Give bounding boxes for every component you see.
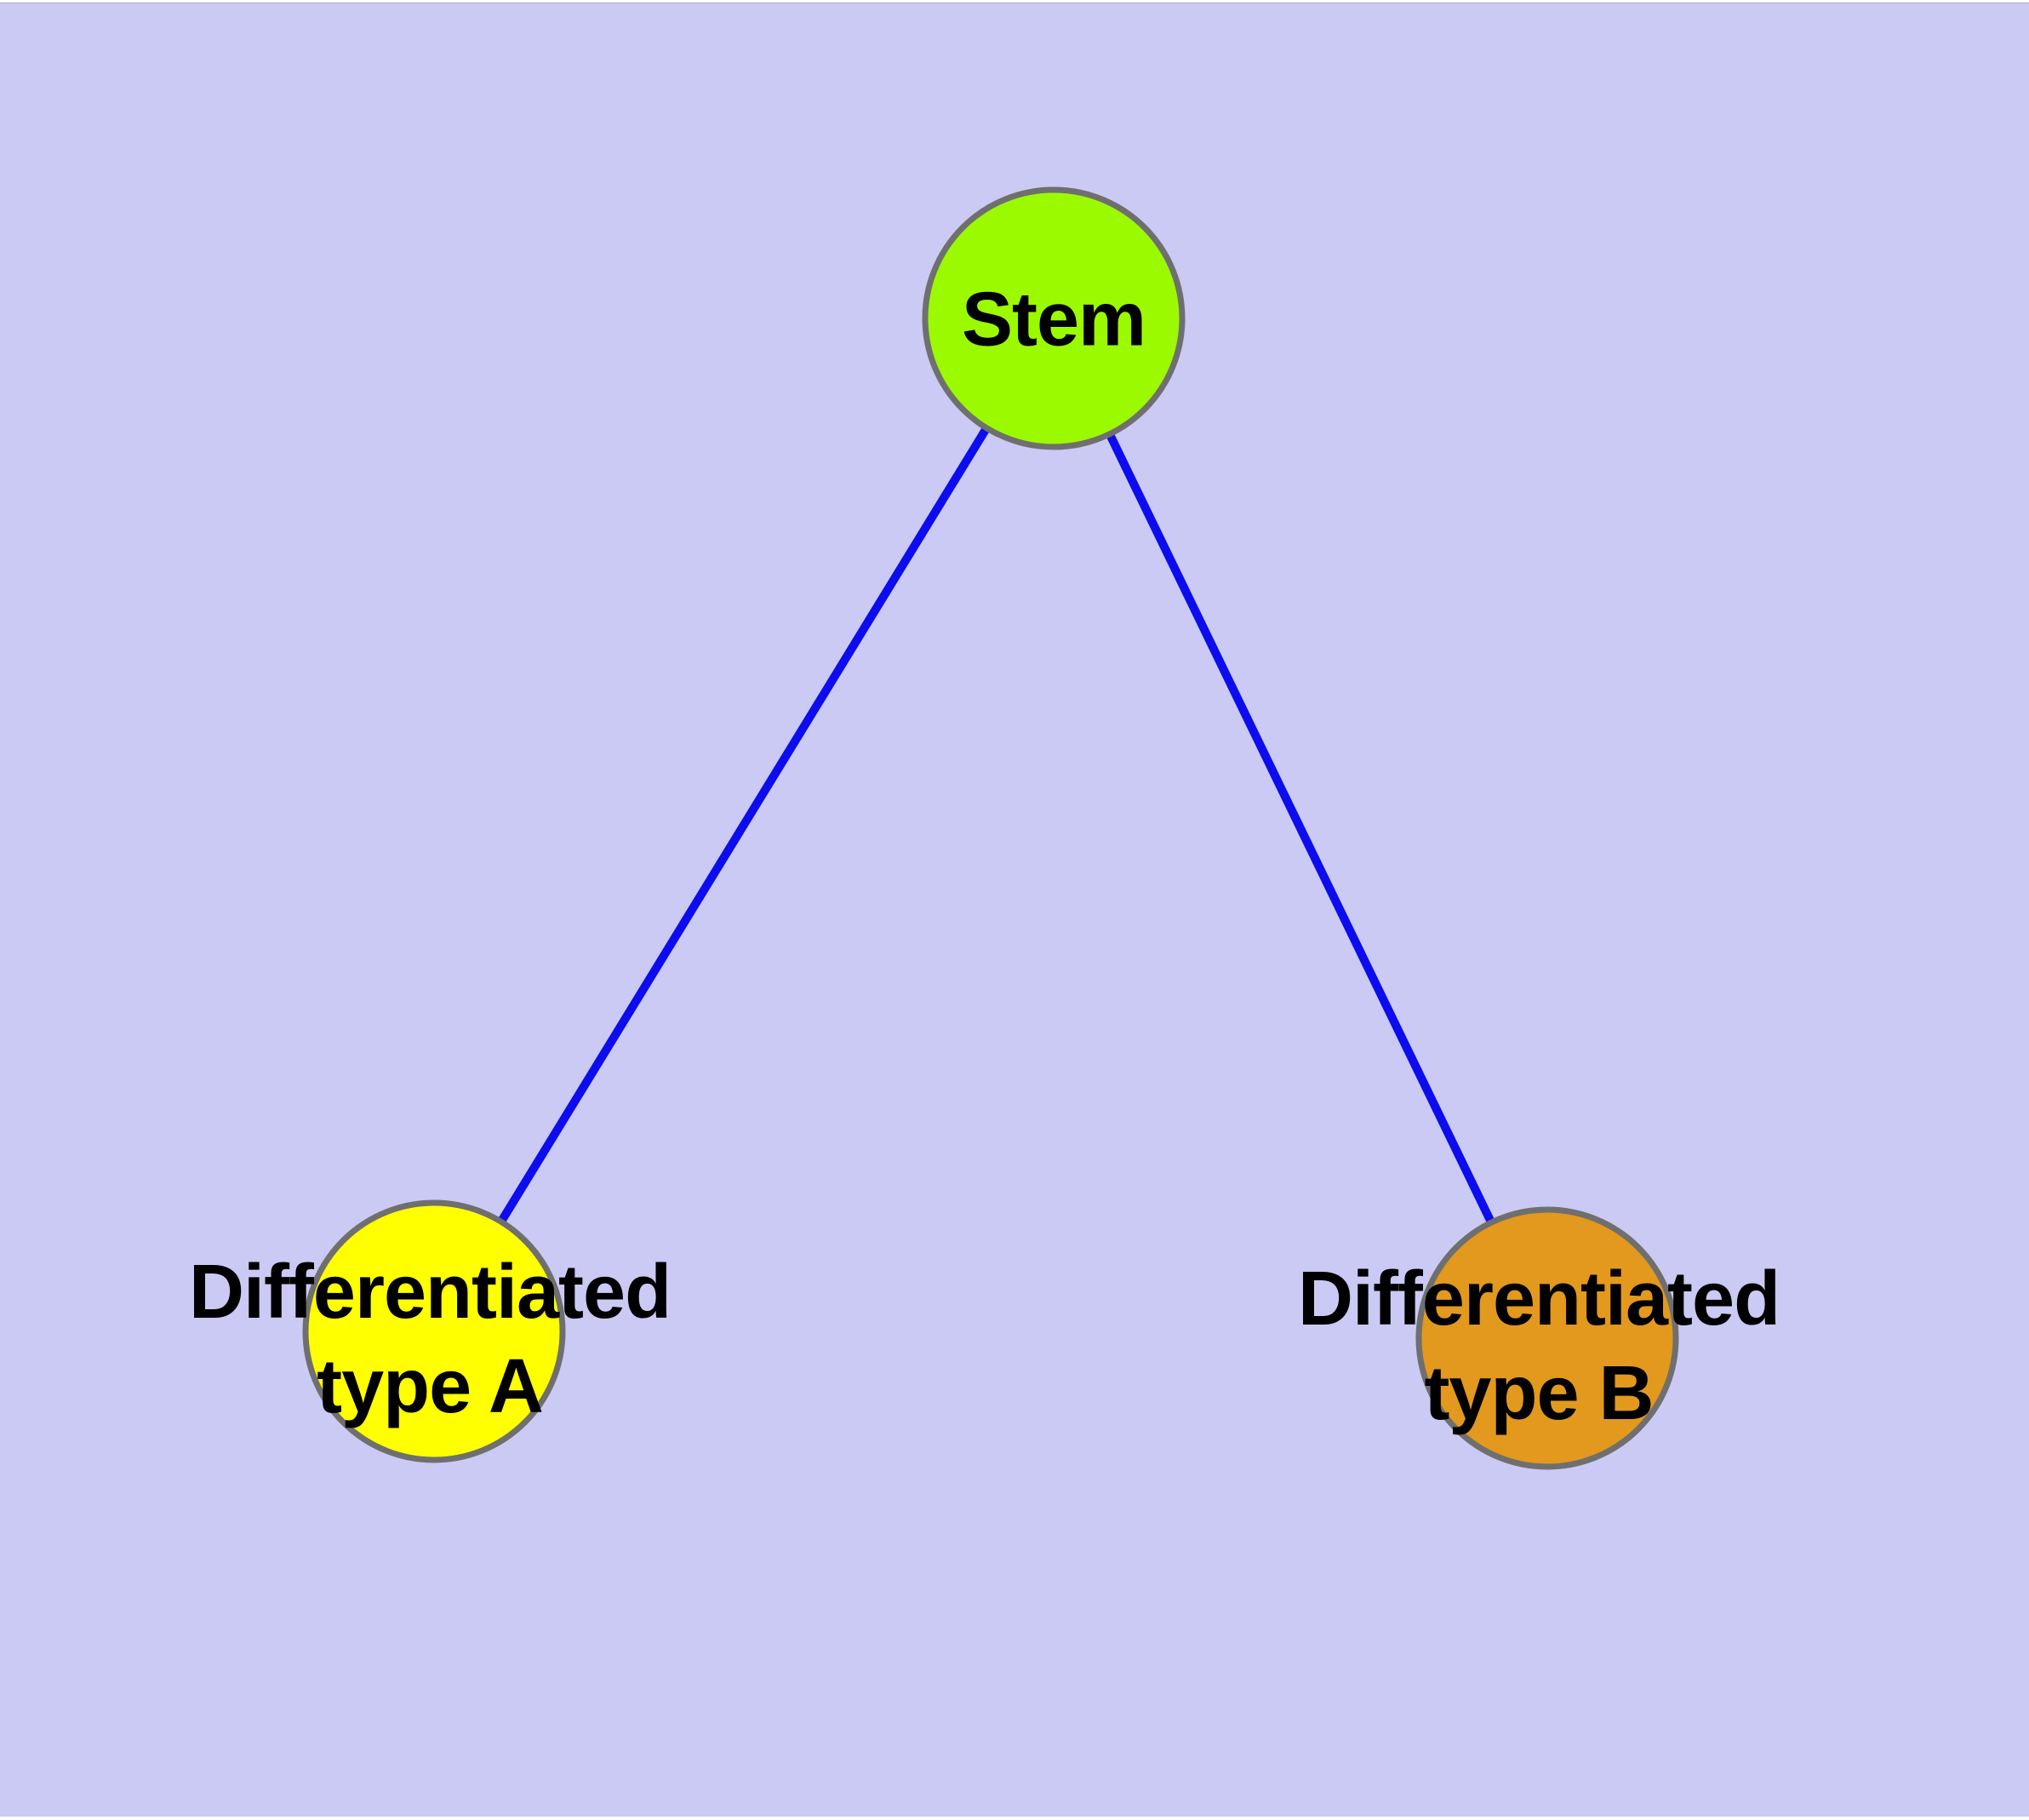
- node-stem-label-text: Stem: [961, 277, 1146, 363]
- node-differentiated-type-b[interactable]: [1415, 1206, 1679, 1470]
- node-stem-label: Stem: [962, 273, 1146, 368]
- node-type-a-label-line1: Differentiated: [188, 1250, 672, 1335]
- node-type-b-label-line1: Differentiated: [1297, 1256, 1780, 1342]
- graph-canvas: Stem Differentiated type A Differentiate…: [0, 3, 2029, 1817]
- graph-layer: [302, 186, 1679, 1470]
- node-type-b-label-line2: type B: [1424, 1351, 1654, 1436]
- node-type-a-label: Differentiated type A: [188, 1245, 672, 1434]
- node-stem[interactable]: [922, 186, 1186, 450]
- edge-stem-to-type-a: [430, 316, 1058, 1334]
- node-type-b-label: Differentiated type B: [1298, 1252, 1780, 1441]
- edge-stem-to-type-b: [1049, 316, 1552, 1341]
- node-differentiated-type-a[interactable]: [302, 1199, 566, 1463]
- node-type-a-label-line2: type A: [317, 1344, 544, 1429]
